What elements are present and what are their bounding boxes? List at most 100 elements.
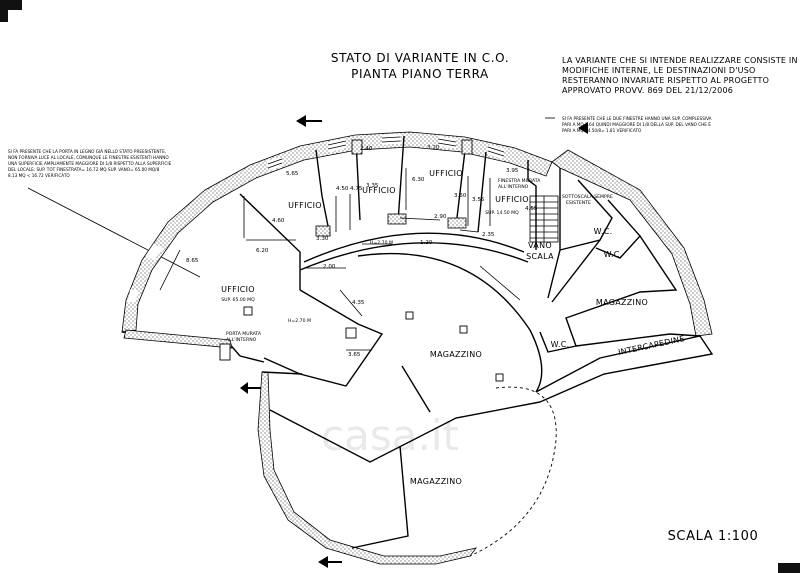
note-line: DEL LOCALE: SUP. TOT FINESTRATA= 16.72 M… [8,167,160,172]
note-line: SI FA PRESENTE CHE LE DUE FINESTRE HANNO… [562,116,712,121]
scan-corner [0,0,22,10]
dimension: 3.55 [472,197,485,203]
partition-wall [479,265,521,301]
pillar [447,217,467,229]
note-line: RESTERANNO INVARIATE RISPETTO AL PROGETT… [562,76,769,85]
dimension: 4.50 [336,186,349,192]
room-label: MAGAZZINO [430,350,482,359]
outer-wall [121,131,553,333]
scan-corner [778,563,800,573]
scan-corner [0,0,8,22]
partition-wall [477,151,487,233]
annotation: SOTTOSCALA SEMPRE [562,194,613,200]
dimension: 3.30 [316,236,329,242]
partition-wall [575,333,701,347]
west-wall-hatch [123,329,233,349]
column [243,306,253,316]
room-label: MAGAZZINO [410,477,462,486]
partition-wall [263,289,384,387]
pillar [461,139,473,155]
pillar [351,139,363,155]
window-openings [128,134,506,303]
corridor-wall [299,242,529,271]
partition-wall [401,365,431,413]
partition-wall [261,371,303,375]
note-porta-legno: SI FA PRESENTE CHE LA PORTA IN LEGNO GIÀ… [8,149,172,178]
room-area: SUP. 65.00 MQ [221,297,255,303]
note-line: APPROVATO PROVV. 869 DEL 21/12/2006 [562,86,733,95]
section-arrow [296,115,322,127]
room-label: MAGAZZINO [596,298,648,307]
scale-label: SCALA 1:100 [668,529,759,544]
pillar [315,225,331,237]
partition-wall [551,239,601,303]
room-label: UFFICIO [221,285,255,294]
plan-subtitle: PIANTA PIANO TERRA [351,67,489,81]
dimension: 2.40 [360,146,373,152]
dimension: 3.20 [427,145,440,151]
annotation: ESISTENTE [566,200,591,206]
dimension: 6.30 [412,177,425,183]
room-label: UFFICIO [429,169,463,178]
note-line: SI FA PRESENTE CHE LA PORTA IN LEGNO GIÀ… [8,149,166,154]
room-label: W.C. [551,340,570,349]
dimension: 4.75 [350,186,363,192]
pillar [387,213,407,225]
dimension: 1.20 [420,240,433,246]
note-line: MODIFICHE INTERNE, LE DESTINAZIONI D'USO [562,66,756,75]
magazzino-arc [357,252,543,393]
note-line: PARI A MQ 1.64 QUINDI MAGGIORE DI 1/8 DE… [562,122,711,127]
partition-wall [595,199,641,259]
partition-wall [315,149,331,237]
dimension: 3.50 [454,193,467,199]
intercapedine-wall [535,335,714,403]
south-wall-hatch [257,371,477,565]
room-label: W.C. [594,227,613,236]
dimension: 3.35 [366,183,379,189]
partition-wall [455,141,467,227]
note-variante: LA VARIANTE CHE SI INTENDE REALIZZARE CO… [562,56,798,95]
annotation: ALL'INTERNO [226,337,257,343]
dimension: 5.65 [286,171,299,177]
room-label: INTERCAPEDINE [617,334,685,357]
column [495,373,504,382]
column [345,327,357,339]
partition-wall [397,135,405,223]
section-arrow [318,556,342,568]
room-label: SCALA [526,252,554,261]
section-arrow [578,122,588,134]
room-label: W.C. [604,250,623,259]
partition-wall [239,355,265,363]
window-frames [267,136,505,169]
corridor-wall [303,232,525,263]
leader-line [27,187,201,278]
room-label: UFFICIO [362,186,396,195]
plan-title: STATO DI VARIANTE IN C.O. [331,51,509,65]
annotation: ALL'INTERNO [498,184,529,190]
dimension: 6.20 [256,248,269,254]
stair [529,195,559,243]
section-arrow [240,382,262,394]
note-line: UNA SUPERFICIE AMPLIAMENTE MAGGIORE DI 1… [8,161,172,166]
partition-wall [239,193,301,290]
east-wall-hatch [551,149,713,337]
partition-wall [539,235,678,353]
note-line: LA VARIANTE CHE SI INTENDE REALIZZARE CO… [562,56,798,65]
room-label: UFFICIO [288,201,322,210]
dimension: 8.65 [186,258,199,264]
partition-wall [559,179,613,251]
dimension: 3.95 [506,168,519,174]
dimension: 4.35 [352,300,365,306]
note-line: NON FORNIVA LUCE AL LOCALE, COMUNQUE LE … [8,155,169,160]
dimension: 2.35 [482,232,495,238]
column [459,325,468,334]
note-finestre: SI FA PRESENTE CHE LE DUE FINESTRE HANNO… [562,116,712,133]
stair-wall [527,160,537,250]
dimension: 2.90 [434,214,447,220]
dimensions: 5.65 2.40 3.20 3.95 4.50 4.75 3.35 6.30 … [159,145,538,358]
column [219,343,231,361]
partition-wall [269,401,541,463]
room-height: H=2.70 M [288,318,311,324]
dimension: 4.55 [525,206,538,212]
note-line: PARI A MQ 14.50/8= 1.81 VERIFICATO [562,128,642,133]
